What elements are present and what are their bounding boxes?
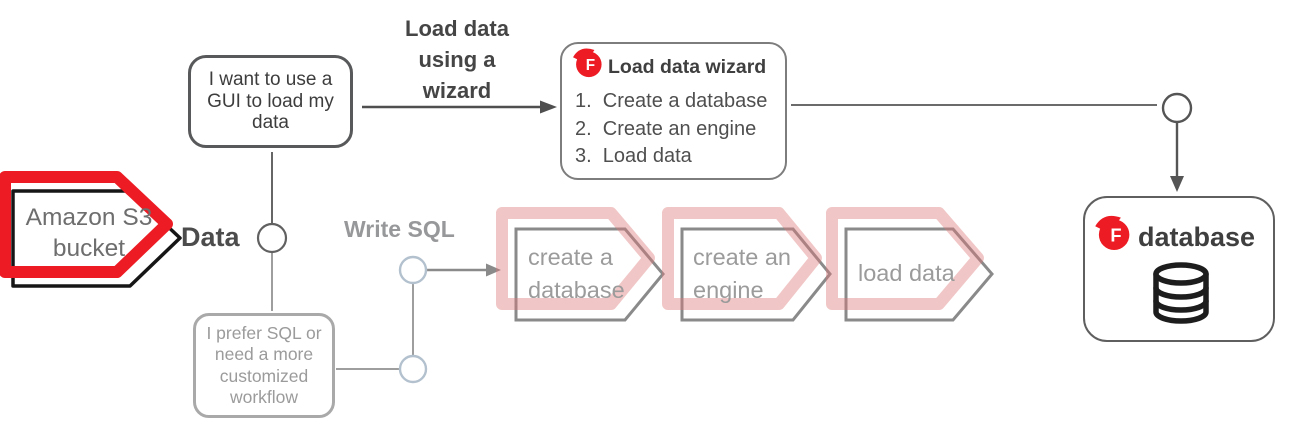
wizard-title: Load data wizard [608, 56, 767, 78]
data-label: Data [181, 222, 240, 252]
wizard-arrow-label: Load data using a wizard [405, 16, 509, 103]
gui-choice-box: I want to use a GUI to load my data [188, 55, 353, 148]
write-sql-label: Write SQL [344, 216, 455, 242]
arrowhead-node-to-database [1170, 176, 1184, 192]
gui-choice-text: I want to use a GUI to load my data [207, 69, 334, 134]
load-data-wizard-box: Load data wizard 1. Create a database 2.… [560, 42, 787, 180]
sql-choice-text: I prefer SQL or need a more customized w… [206, 322, 322, 408]
step-label-create-engine: create an engine [693, 244, 791, 303]
writesql-bottom-node-circle [398, 354, 428, 384]
wizard-output-node-circle [1161, 92, 1193, 124]
database-box: database [1083, 196, 1275, 342]
step-label-create-database: create a database [528, 244, 625, 303]
wizard-step-1: 1. Create a database [575, 90, 768, 112]
step-label-load-data: load data [858, 260, 955, 286]
wizard-step-2: 2. Create an engine [575, 117, 757, 140]
arrowhead-gui-to-wizard [540, 100, 557, 114]
data-node-circle [256, 222, 288, 254]
sql-choice-box: I prefer SQL or need a more customized w… [193, 313, 335, 418]
wizard-step-list: 1. Create a database 2. Create an engine… [575, 88, 767, 171]
writesql-top-node-circle [398, 255, 428, 285]
arrowhead-writesql [486, 263, 501, 277]
database-title: database [1138, 222, 1256, 252]
s3-bucket-label: Amazon S3 bucket [25, 204, 153, 262]
wizard-step-3: 3. Load data [575, 145, 692, 167]
